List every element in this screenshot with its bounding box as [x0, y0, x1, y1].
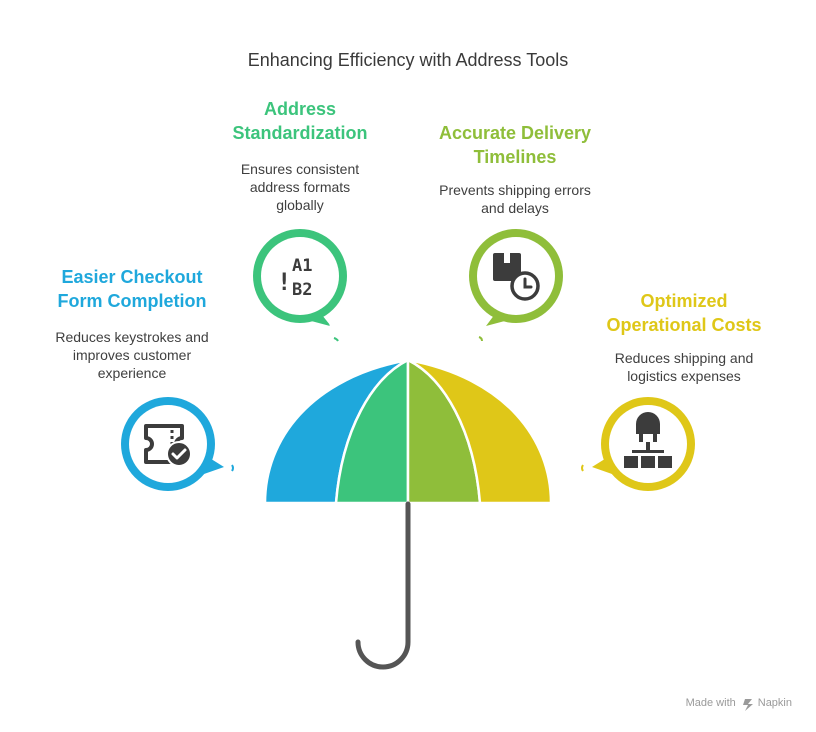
- heading-checkout: Easier Checkout Form Completion: [32, 265, 232, 313]
- desc-checkout-line3: experience: [97, 365, 167, 381]
- footer-brand: Napkin: [757, 697, 792, 709]
- napkin-logo-icon: [743, 699, 753, 711]
- heading-standardization-line1: Address: [263, 99, 337, 119]
- heading-costs-line2: Operational Costs: [606, 315, 762, 335]
- desc-costs-line2: logistics expenses: [627, 368, 741, 384]
- umbrella-canopy: [263, 357, 553, 505]
- diagram-title: Enhancing Efficiency with Address Tools: [247, 50, 569, 70]
- heading-standardization-line2: Standardization: [232, 123, 368, 143]
- heading-costs-line1: Optimized: [640, 291, 728, 311]
- desc-delivery-line1: Prevents shipping errors: [439, 182, 591, 198]
- desc-standardization-line2: address formats: [249, 179, 351, 195]
- desc-costs-line1: Reduces shipping and: [614, 350, 754, 366]
- hierarchy-icon: [624, 412, 672, 468]
- heading-checkout-line1: Easier Checkout: [61, 267, 203, 287]
- icon-a1: A1: [292, 256, 312, 276]
- callout-costs: [592, 397, 695, 491]
- desc-standardization-line3: globally: [276, 197, 324, 213]
- desc-standardization-line1: Ensures consistent: [240, 161, 360, 177]
- ticket-check-icon: [144, 424, 192, 467]
- footer-credit: Made with Napkin: [686, 697, 792, 709]
- desc-checkout-line1: Reduces keystrokes and: [55, 329, 209, 345]
- connector-mark: [581, 464, 584, 472]
- canopy-segment-yellow: [407, 358, 553, 505]
- connector-mark: [333, 337, 339, 342]
- heading-delivery: Accurate Delivery Timelines: [405, 121, 625, 169]
- umbrella-handle: [355, 501, 411, 670]
- heading-costs: Optimized Operational Costs: [574, 289, 794, 337]
- icon-excl: !: [277, 268, 291, 296]
- callout-standardization: ! A1 B2: [253, 229, 347, 326]
- package-clock-icon: [493, 253, 540, 301]
- connector-mark: [478, 336, 483, 342]
- footer-made-with: Made with: [685, 697, 736, 709]
- connector-mark: [231, 464, 234, 472]
- heading-standardization: Address Standardization: [200, 97, 400, 145]
- a1-b2-icon: ! A1 B2: [277, 256, 312, 300]
- desc-standardization: Ensures consistent address formats globa…: [200, 160, 400, 214]
- callout-delivery: [469, 229, 563, 326]
- icon-b2: B2: [292, 280, 312, 300]
- desc-delivery: Prevents shipping errors and delays: [405, 181, 625, 217]
- heading-delivery-line2: Timelines: [473, 147, 557, 167]
- heading-delivery-line1: Accurate Delivery: [438, 123, 592, 143]
- callout-checkout: [121, 397, 224, 491]
- desc-checkout-line2: improves customer: [72, 347, 192, 363]
- desc-delivery-line2: and delays: [481, 200, 549, 216]
- desc-checkout: Reduces keystrokes and improves customer…: [32, 328, 232, 382]
- heading-checkout-line2: Form Completion: [57, 291, 207, 311]
- desc-costs: Reduces shipping and logistics expenses: [574, 349, 794, 385]
